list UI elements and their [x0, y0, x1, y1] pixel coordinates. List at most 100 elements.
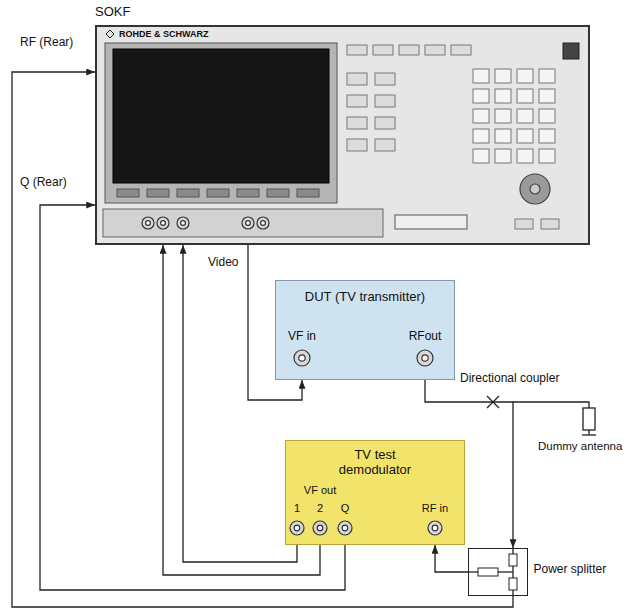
- ground-bar: [582, 434, 596, 435]
- connector-pin: [317, 525, 323, 531]
- connector-jack: [294, 350, 310, 366]
- softkey: [147, 189, 169, 197]
- connector-pin: [261, 221, 266, 226]
- connector-jack: [290, 521, 304, 535]
- menu-key: [347, 117, 367, 129]
- splitter-resistor: [478, 568, 498, 576]
- menu-key: [347, 139, 367, 151]
- port-name: RFout: [409, 330, 442, 344]
- keypad-key: [495, 109, 511, 123]
- signal-name: RF (Rear): [20, 36, 73, 50]
- splitter-wire: [512, 548, 513, 554]
- keypad-key: [473, 149, 489, 163]
- port-group-name: VF out: [304, 484, 336, 497]
- menu-key: [375, 95, 395, 107]
- connector-jack: [157, 217, 169, 229]
- softkey: [177, 189, 199, 197]
- connector-pin: [246, 221, 251, 226]
- keypad-key: [495, 69, 511, 83]
- dut-box: DUT (TV transmitter) VF in RFout: [275, 280, 455, 380]
- keypad-key: [517, 129, 533, 143]
- connector-jack: [338, 521, 352, 535]
- function-key: [373, 45, 393, 55]
- keypad-key: [473, 109, 489, 123]
- connector-pin: [294, 525, 300, 531]
- port-name: VF in: [288, 330, 316, 344]
- device-title: DUT (TV transmitter): [290, 290, 440, 305]
- pin-number: 2: [317, 502, 323, 515]
- connector-pin: [342, 525, 348, 531]
- disk-slot: [395, 215, 467, 229]
- function-key: [425, 45, 445, 55]
- connector-jack: [428, 521, 442, 535]
- connector-pin: [299, 355, 305, 361]
- signal-cable: [40, 205, 345, 590]
- brand-name: ROHDE & SCHWARZ: [119, 29, 209, 39]
- keypad-key: [517, 149, 533, 163]
- screen-bezel: [105, 43, 337, 203]
- keypad-key: [495, 149, 511, 163]
- signal-cable: [435, 545, 468, 572]
- splitter-wire: [498, 571, 513, 572]
- rotary-knob: [520, 174, 550, 204]
- signal-name: Video: [208, 256, 238, 270]
- keypad-key: [495, 129, 511, 143]
- function-key: [347, 45, 367, 55]
- connector-jack: [242, 217, 254, 229]
- ground-wire: [588, 430, 589, 435]
- keypad-key: [517, 89, 533, 103]
- dummy-antenna-resistor: [583, 408, 595, 430]
- connector-jack: [257, 217, 269, 229]
- instrument-name: SOKF: [95, 5, 130, 20]
- splitter-resistor: [509, 578, 517, 590]
- pin-name: Q: [341, 502, 350, 515]
- connector-jack: [177, 217, 189, 229]
- connector-jack: [417, 350, 433, 366]
- knob-cap: [530, 184, 540, 194]
- pin-number: 1: [294, 502, 300, 515]
- device-name: Power splitter: [534, 563, 607, 577]
- analyzer-housing: SOKFROHDE & SCHWARZ: [95, 25, 590, 245]
- softkey: [117, 189, 139, 197]
- keypad-key: [517, 69, 533, 83]
- splitter-box: Power splitter: [468, 548, 528, 596]
- part-label: Directional coupler: [460, 372, 559, 386]
- dummy-antenna-symbol: [513, 402, 596, 435]
- panel-key: [541, 219, 559, 229]
- demodulator-box: TV test demodulatorVF out12QRF in: [285, 440, 465, 545]
- connector-jack: [313, 521, 327, 535]
- connector-pin: [161, 221, 166, 226]
- keypad-key: [539, 89, 555, 103]
- splitter-wire: [512, 590, 513, 596]
- signal-name: Q (Rear): [20, 176, 67, 190]
- splitter-resistor: [509, 554, 517, 566]
- splitter-wire: [468, 571, 478, 572]
- softkey: [297, 189, 319, 197]
- function-key: [399, 45, 419, 55]
- device-illustration: [468, 548, 528, 596]
- keypad-key: [473, 69, 489, 83]
- power-key: [563, 43, 579, 59]
- menu-key: [347, 73, 367, 85]
- device-illustration: [95, 25, 590, 245]
- connector-pin: [432, 525, 438, 531]
- keypad-key: [539, 69, 555, 83]
- menu-key: [375, 117, 395, 129]
- connector-pin: [181, 221, 186, 226]
- keypad-key: [495, 89, 511, 103]
- keypad-key: [539, 129, 555, 143]
- display-screen: [113, 49, 329, 183]
- keypad-key: [539, 109, 555, 123]
- connector-pin: [422, 355, 428, 361]
- brand-diamond: [106, 30, 114, 38]
- keypad-key: [539, 149, 555, 163]
- connector-panel: [103, 209, 383, 237]
- connector-jack: [142, 217, 154, 229]
- softkey: [237, 189, 259, 197]
- device-title: TV test demodulator: [320, 448, 430, 478]
- antenna-feed-wire: [513, 402, 589, 408]
- keypad-key: [473, 89, 489, 103]
- function-key: [451, 45, 471, 55]
- menu-key: [375, 73, 395, 85]
